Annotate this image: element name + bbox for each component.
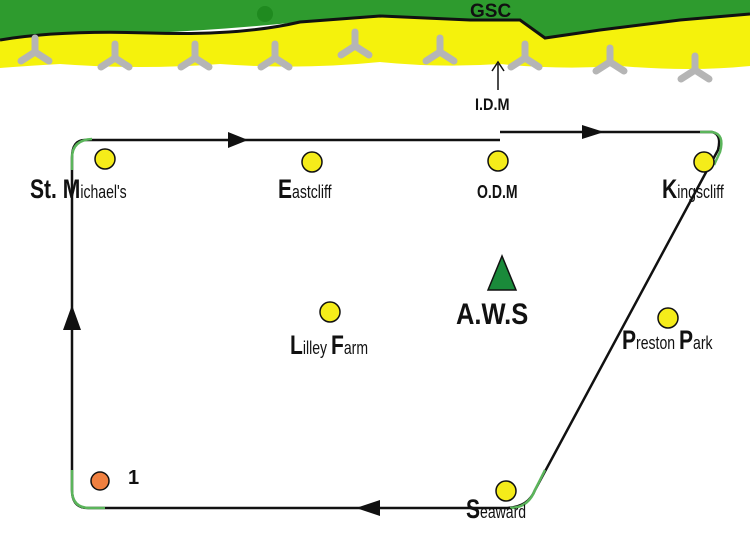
green-area xyxy=(0,0,750,40)
start-marker-dot xyxy=(90,471,110,491)
waypoint-kingscliff-dot xyxy=(693,151,715,173)
direction-arrow-east xyxy=(582,125,604,139)
dark-dot xyxy=(257,6,273,22)
waypoint-label-part: eaward xyxy=(480,502,527,522)
wind-turbine-icon xyxy=(337,28,373,59)
coastline xyxy=(0,12,750,42)
idm-arrow-head xyxy=(491,60,505,72)
edge-label-gsc: GSC xyxy=(470,1,512,22)
waypoint-label-part: S xyxy=(466,494,481,524)
waypoint-label-part: P xyxy=(678,325,694,355)
corner-highlight xyxy=(70,470,105,510)
circuit-route xyxy=(70,130,721,510)
waypoint-st-michaels-dot xyxy=(94,148,116,170)
waypoint-label-part: O.D.M xyxy=(477,182,518,202)
corner-highlight xyxy=(509,469,547,510)
waypoint-label-part: F xyxy=(330,330,344,360)
wind-turbine-icon xyxy=(97,40,133,71)
waypoint-label-seaward: Seaward xyxy=(466,496,526,523)
waypoint-label-part: astcliff xyxy=(292,182,332,202)
waypoint-odm-dot xyxy=(487,150,509,172)
waypoint-label-eastcliff: Eastcliff xyxy=(278,176,332,203)
waypoint-label-part: St. xyxy=(30,174,63,204)
waypoint-label-part: E xyxy=(278,174,293,204)
corner-highlight xyxy=(70,137,93,170)
waypoint-label-odm: O.D.M xyxy=(477,183,518,202)
waypoint-label-part: M xyxy=(62,174,81,204)
direction-arrow-west xyxy=(356,500,380,516)
waypoint-lilley-farm-dot xyxy=(319,301,341,323)
wind-turbine-icon xyxy=(677,52,713,83)
waypoint-label-part: ingscliff xyxy=(677,182,724,202)
corner-highlight xyxy=(700,130,723,166)
waypoint-label-st-michaels: St. Michael's xyxy=(30,176,127,203)
waypoint-label-part: ichael's xyxy=(80,182,127,202)
waypoint-seaward-dot xyxy=(495,480,517,502)
waypoint-label-part: arm xyxy=(343,338,369,358)
waypoint-label-part: reston xyxy=(636,333,679,353)
waypoint-label-part: P xyxy=(622,325,637,355)
idm-label: I.D.M xyxy=(475,95,510,114)
waypoint-label-part: ark xyxy=(693,333,713,353)
aws-triangle-icon xyxy=(486,254,518,291)
wind-turbine-icon xyxy=(257,40,293,71)
aws-label: A.W.S xyxy=(456,298,529,331)
beach-strip xyxy=(0,14,750,69)
waypoint-label-preston-park: Preston Park xyxy=(622,327,713,354)
waypoint-label-kingscliff: Kingscliff xyxy=(662,176,724,203)
start-marker-label: 1 xyxy=(128,467,140,489)
waypoint-label-lilley-farm: Lilley Farm xyxy=(290,332,368,359)
waypoint-eastcliff-dot xyxy=(301,151,323,173)
wind-turbine-icon xyxy=(17,34,53,65)
direction-arrow-east xyxy=(228,132,248,148)
direction-arrow-north xyxy=(63,305,81,330)
wind-turbine-row xyxy=(17,28,713,83)
wind-turbine-icon xyxy=(592,44,628,75)
waypoint-label-part: illey xyxy=(302,338,331,358)
waypoint-label-part: L xyxy=(290,330,303,360)
wind-turbine-icon xyxy=(507,40,543,71)
wind-turbine-icon xyxy=(422,34,458,65)
wind-turbine-icon xyxy=(177,40,213,71)
waypoint-label-part: K xyxy=(662,174,678,204)
waypoint-preston-park-dot xyxy=(657,307,679,329)
